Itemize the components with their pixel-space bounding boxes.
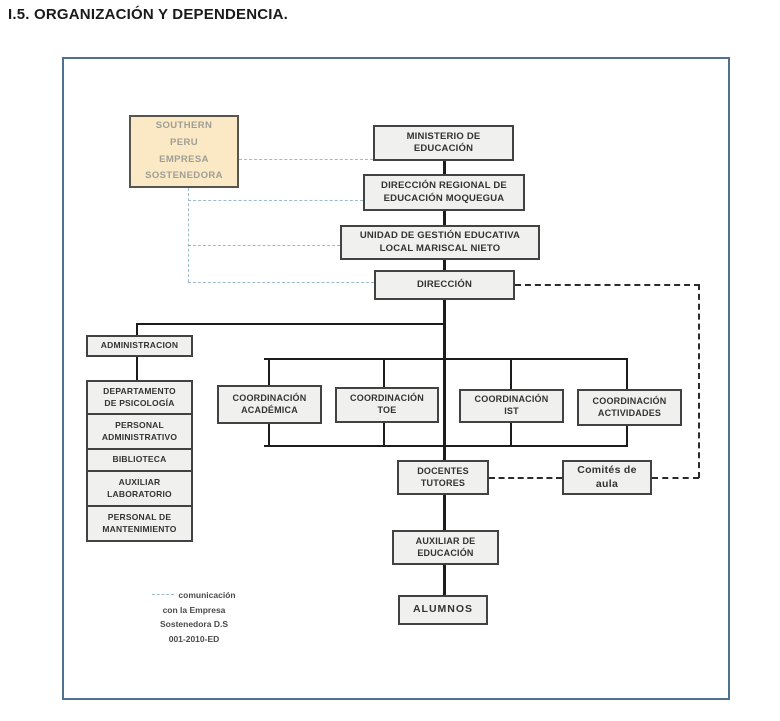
node-direccion-regional-moquegua: DIRECCIÓN REGIONAL DE EDUCACIÓN MOQUEGUA bbox=[363, 174, 525, 211]
edge-southern-regional-dashed bbox=[188, 200, 363, 201]
legend-line-1: comunicación bbox=[122, 588, 266, 603]
node-comites-de-aula: Comités de aula bbox=[562, 460, 652, 495]
edge-southern-ministerio-dashed bbox=[239, 159, 373, 160]
edge-administracion-branch-h bbox=[136, 323, 445, 325]
node-auxiliar-de-educacion: AUXILIAR DE EDUCACIÓN bbox=[392, 530, 499, 565]
dashed-line-sample-icon bbox=[152, 594, 175, 595]
legend: comunicación con la Empresa Sostenedora … bbox=[122, 588, 266, 646]
edge-direccion-right-dashed bbox=[515, 284, 700, 286]
node-departamento-psicologia: DEPARTAMENTO DE PSICOLOGÍA bbox=[103, 386, 176, 408]
edge-comites-right-dashed bbox=[652, 477, 699, 479]
node-ministerio-de-educacion: MINISTERIO DE EDUCACIÓN bbox=[373, 125, 514, 161]
legend-line-2: con la Empresa bbox=[162, 604, 226, 615]
legend-line-4: 001-2010-ED bbox=[168, 633, 220, 644]
node-personal-administrativo: PERSONAL ADMINISTRATIVO bbox=[88, 413, 191, 448]
edge-administracion-branch-v bbox=[136, 323, 138, 336]
node-coordinacion-toe: COORDINACIÓN TOE bbox=[335, 387, 439, 423]
node-coordinacion-academica: COORDINACIÓN ACADÉMICA bbox=[217, 385, 322, 424]
node-ugel-mariscal-nieto: UNIDAD DE GESTIÓN EDUCATIVA LOCAL MARISC… bbox=[340, 225, 540, 260]
page-title: I.5. ORGANIZACIÓN Y DEPENDENCIA. bbox=[8, 6, 289, 23]
edge-southern-direccion-dashed bbox=[188, 282, 374, 283]
edge-docentes-comites-dashed bbox=[489, 477, 562, 479]
edge-central-trunk bbox=[443, 159, 446, 595]
node-administracion: ADMINISTRACION bbox=[86, 335, 193, 357]
node-coordinacion-ist: COORDINACIÓN IST bbox=[459, 389, 564, 423]
edge-administracion-stack-v bbox=[136, 356, 138, 381]
edge-southern-unidad-dashed bbox=[188, 245, 340, 246]
org-chart-frame: SOUTHERN PERU EMPRESA SOSTENEDORA MINIST… bbox=[62, 57, 730, 700]
node-auxiliar-laboratorio: AUXILIAR LABORATORIO bbox=[88, 470, 191, 505]
node-direccion: DIRECCIÓN bbox=[374, 270, 515, 300]
edge-coordinaciones-rail-bottom bbox=[264, 445, 628, 447]
node-alumnos: ALUMNOS bbox=[398, 595, 488, 625]
node-docentes-tutores: DOCENTES TUTORES bbox=[397, 460, 489, 495]
node-southern-peru-empresa-sostenedora: SOUTHERN PERU EMPRESA SOSTENEDORA bbox=[129, 115, 239, 188]
administracion-stack: DEPARTAMENTO DE PSICOLOGÍA PERSONAL ADMI… bbox=[86, 380, 193, 542]
edge-direccion-comites-dashed-v bbox=[698, 284, 700, 478]
edge-southern-down-dashed bbox=[188, 188, 189, 282]
edge-coordinaciones-rail-top bbox=[264, 358, 628, 360]
node-biblioteca: BIBLIOTECA bbox=[88, 448, 191, 470]
node-personal-mantenimiento: PERSONAL DE MANTENIMIENTO bbox=[88, 505, 191, 540]
legend-line-3: Sostenedora D.S bbox=[159, 619, 229, 629]
node-coordinacion-actividades: COORDINACIÓN ACTIVIDADES bbox=[577, 389, 682, 426]
